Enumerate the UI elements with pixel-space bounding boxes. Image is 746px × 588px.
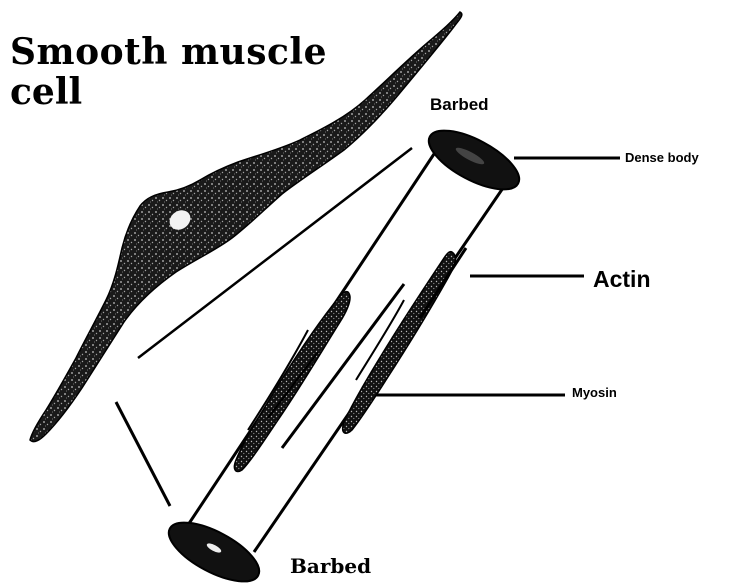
- myosin-label: Myosin: [572, 386, 617, 399]
- actin-label: Actin: [593, 268, 651, 291]
- barbed-end-label-top: Barbed: [430, 96, 489, 113]
- zoom-guide-line-lower: [116, 402, 170, 506]
- title-line-2: cell: [10, 74, 82, 110]
- dense-body-label: Dense body: [625, 151, 699, 164]
- title-line-1: Smooth muscle: [10, 34, 327, 70]
- barbed-end-label-bottom: Barbed: [290, 556, 371, 576]
- muscle-cell-body: [30, 12, 462, 442]
